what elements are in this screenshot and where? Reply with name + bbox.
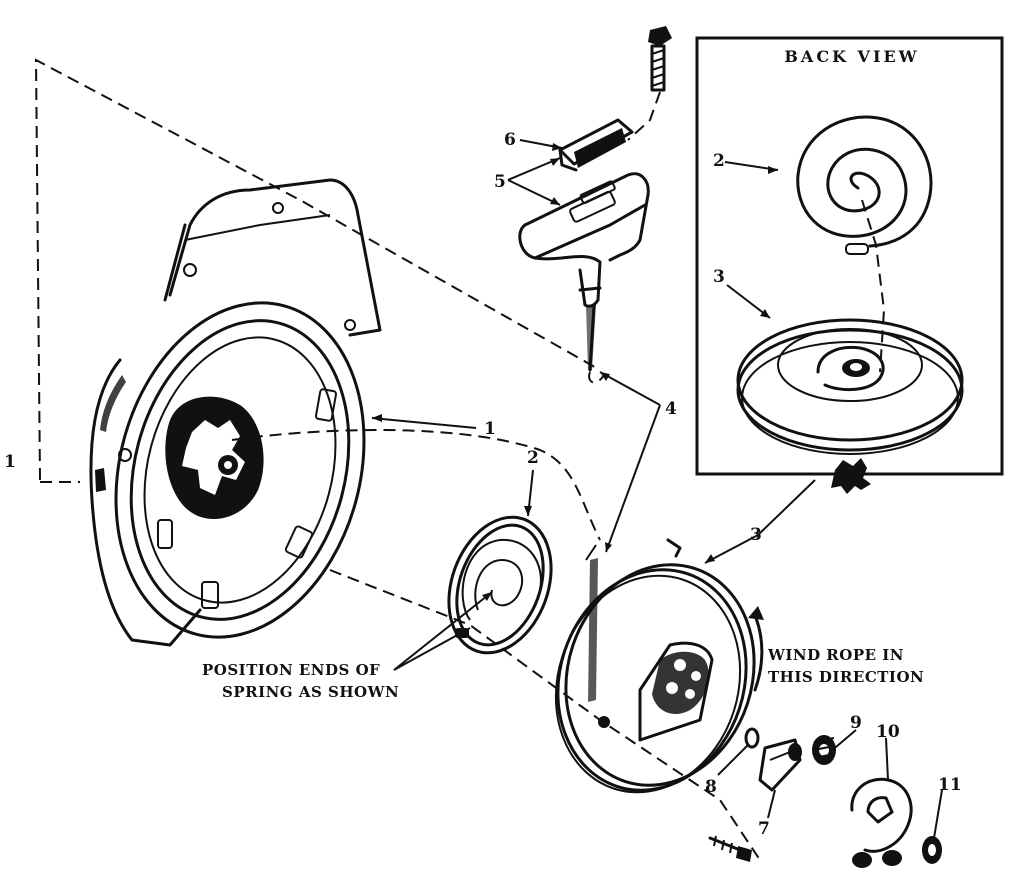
callout-part6: 6 xyxy=(504,130,516,150)
callout-part3: 3 xyxy=(750,525,762,545)
inset-pulley-icon xyxy=(736,318,964,455)
housing-icon xyxy=(89,178,382,647)
pulley-icon xyxy=(554,538,756,794)
rope-note-line1: WIND ROPE IN xyxy=(767,646,904,664)
spring-icon xyxy=(447,515,553,655)
pawl-spring-icon xyxy=(812,735,836,765)
spring-note-line2: SPRING AS SHOWN xyxy=(222,683,399,701)
assembly-line-lower xyxy=(329,569,761,861)
assembly-line-rope xyxy=(588,371,605,384)
rope-note-line2: THIS DIRECTION xyxy=(768,668,924,686)
callout-part1-edge: 1 xyxy=(4,452,16,472)
assembly-line-housing xyxy=(34,58,601,481)
assembly-line-center xyxy=(231,429,601,541)
handle-icon xyxy=(518,172,650,308)
assembly-line-screw xyxy=(627,91,661,141)
washer-icon xyxy=(744,727,760,749)
callout-labels: 1 1 2 2 3 3 4 5 6 7 8 9 10 11 xyxy=(4,130,962,839)
bottom-screw-icon xyxy=(708,835,752,862)
back-view-inset: BACK VIEW xyxy=(695,36,1004,494)
retainer-icon xyxy=(850,777,913,868)
instruction-notes: POSITION ENDS OF SPRING AS SHOWN WIND RO… xyxy=(202,646,924,701)
callout-part2-inset: 2 xyxy=(713,151,725,171)
callout-part3-inset: 3 xyxy=(713,267,725,287)
inset-assembly-line xyxy=(861,199,886,373)
callout-part8: 8 xyxy=(705,777,717,797)
callout-part2: 2 xyxy=(527,448,539,468)
handle-insert-icon xyxy=(558,118,634,172)
screw-icon xyxy=(648,26,672,92)
callout-part1: 1 xyxy=(484,419,496,439)
inset-title: BACK VIEW xyxy=(784,47,919,66)
spring-note-line1: POSITION ENDS OF xyxy=(202,661,380,679)
pawl-icon xyxy=(758,738,802,792)
inset-spring-icon xyxy=(796,115,933,255)
leader-lines xyxy=(371,139,943,839)
callout-part5: 5 xyxy=(494,172,506,192)
callout-part9: 9 xyxy=(850,713,862,733)
callout-part10: 10 xyxy=(876,722,900,742)
callout-part11: 11 xyxy=(938,775,962,795)
callout-part4: 4 xyxy=(665,399,677,419)
wind-direction-arrow xyxy=(753,616,764,692)
clip-icon xyxy=(922,836,942,864)
ink-blot xyxy=(831,458,871,494)
callout-part7: 7 xyxy=(758,819,770,839)
